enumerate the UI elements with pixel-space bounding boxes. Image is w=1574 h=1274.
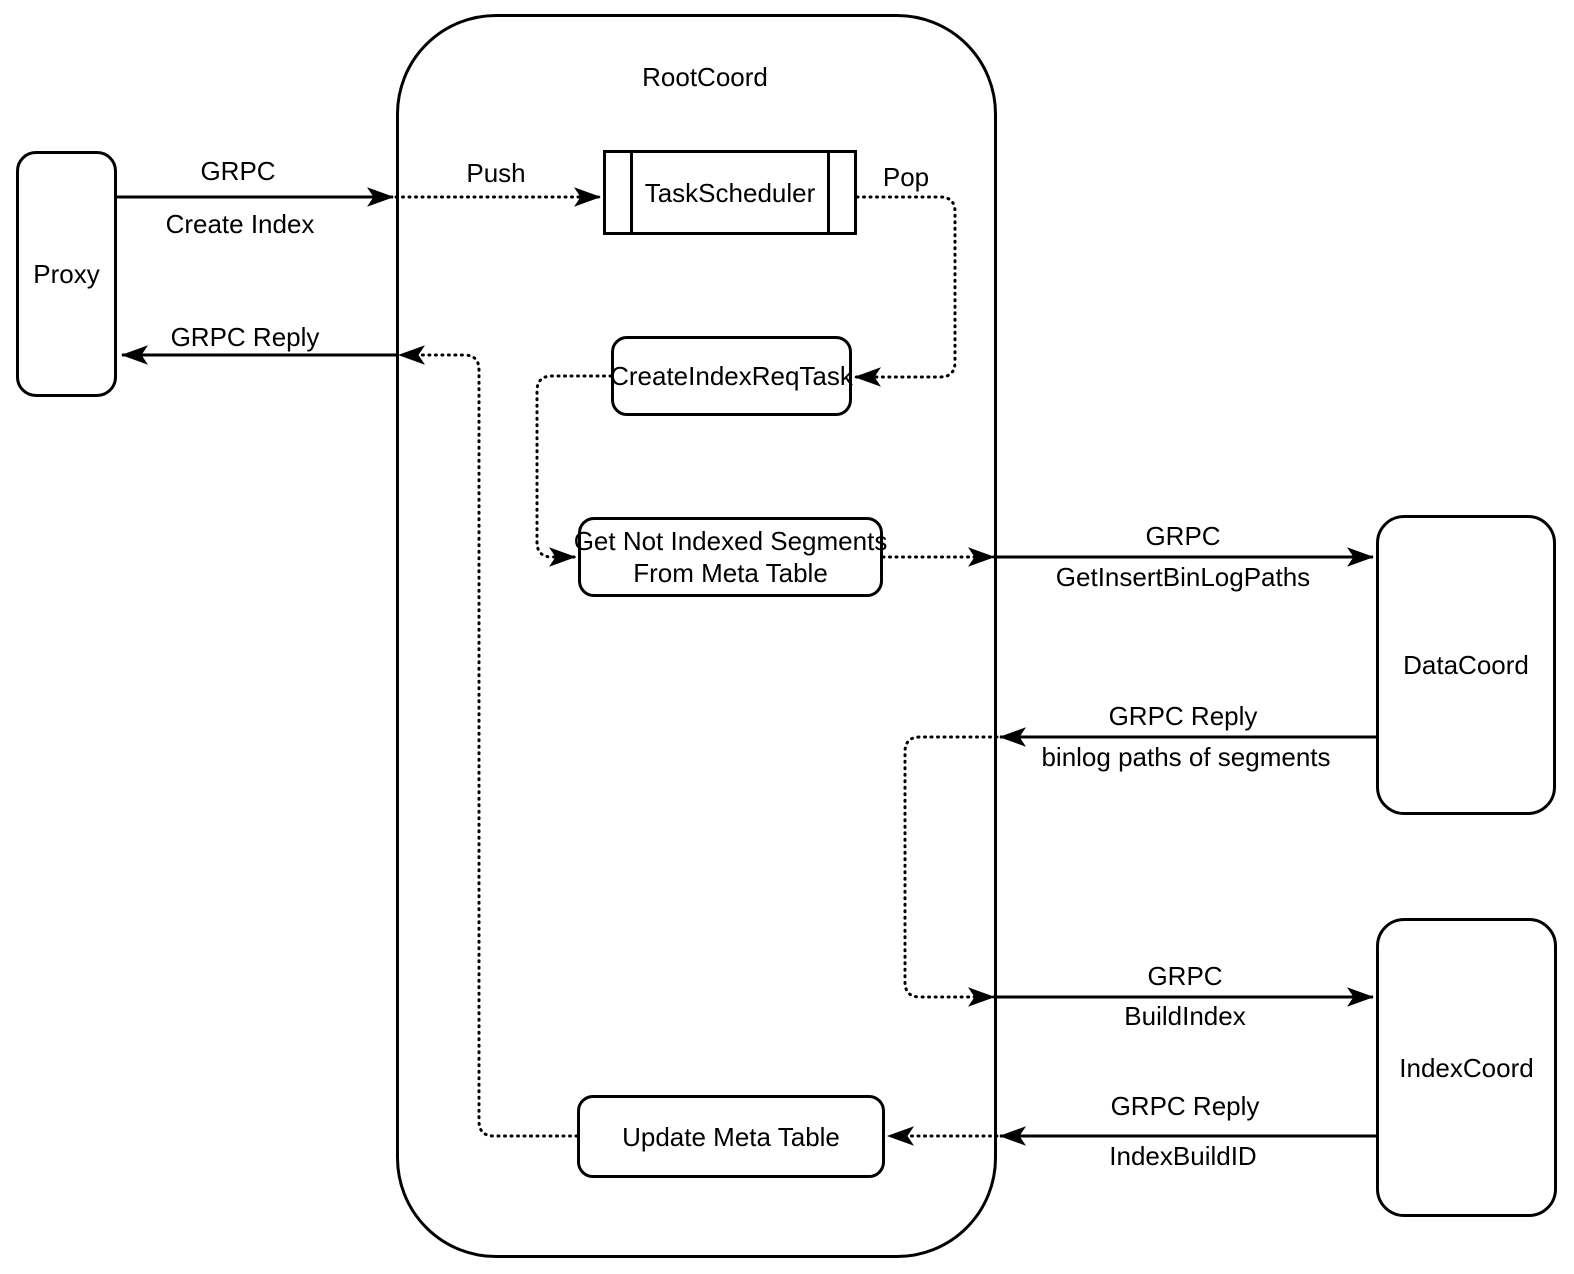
edge-get-insert-binlog-protocol-label: GRPC bbox=[1145, 521, 1221, 551]
node-root-coord bbox=[396, 14, 997, 1258]
edge-index-build-id-reply-protocol-label: GRPC Reply bbox=[1110, 1091, 1260, 1121]
edge-create-index-method-label: Create Index bbox=[165, 209, 315, 239]
node-data-coord: DataCoord bbox=[1376, 515, 1556, 815]
edge-binlog-loop-line bbox=[903, 735, 999, 1007]
node-create-index-req-task-label: CreateIndexReqTask bbox=[610, 361, 853, 391]
node-proxy: Proxy bbox=[16, 151, 117, 397]
edge-create-index-reply-label: GRPC Reply bbox=[170, 322, 320, 352]
edge-pop-line bbox=[853, 195, 957, 387]
edge-binlog-reply-protocol-label: GRPC Reply bbox=[1108, 701, 1258, 731]
node-index-coord-label: IndexCoord bbox=[1399, 1052, 1534, 1083]
node-get-not-indexed-segments: Get Not Indexed Segments From Meta Table bbox=[574, 517, 887, 597]
edge-reqtask-to-segments-line bbox=[535, 374, 613, 567]
node-root-coord-label: RootCoord bbox=[642, 62, 768, 92]
node-index-coord: IndexCoord bbox=[1376, 918, 1557, 1217]
queue-right-divider bbox=[827, 153, 830, 232]
edge-update-meta-to-reply-line bbox=[397, 345, 579, 1138]
edge-create-index-protocol-label: GRPC bbox=[200, 156, 276, 186]
node-data-coord-label: DataCoord bbox=[1403, 650, 1529, 680]
queue-left-divider bbox=[630, 153, 633, 232]
node-create-index-req-task: CreateIndexReqTask bbox=[610, 336, 853, 416]
edge-push-label: Push bbox=[466, 158, 526, 188]
edge-index-build-id-reply-payload-label: IndexBuildID bbox=[1109, 1141, 1257, 1171]
edge-build-index-protocol-label: GRPC bbox=[1147, 961, 1223, 991]
edge-binlog-reply-payload-label: binlog paths of segments bbox=[1041, 742, 1331, 772]
node-update-meta-table: Update Meta Table bbox=[577, 1095, 885, 1178]
node-proxy-label: Proxy bbox=[33, 259, 100, 289]
edge-pop-label: Pop bbox=[882, 162, 930, 192]
node-get-not-indexed-segments-line1: Get Not Indexed Segments bbox=[573, 526, 888, 556]
node-task-scheduler-label: TaskScheduler bbox=[644, 177, 816, 208]
edge-get-insert-binlog-method-label: GetInsertBinLogPaths bbox=[1055, 562, 1311, 592]
edge-build-index-method-label: BuildIndex bbox=[1124, 1001, 1246, 1031]
node-get-not-indexed-segments-line2: From Meta Table bbox=[633, 558, 828, 588]
node-task-scheduler: TaskScheduler bbox=[603, 150, 857, 235]
node-update-meta-table-label: Update Meta Table bbox=[622, 1121, 840, 1152]
